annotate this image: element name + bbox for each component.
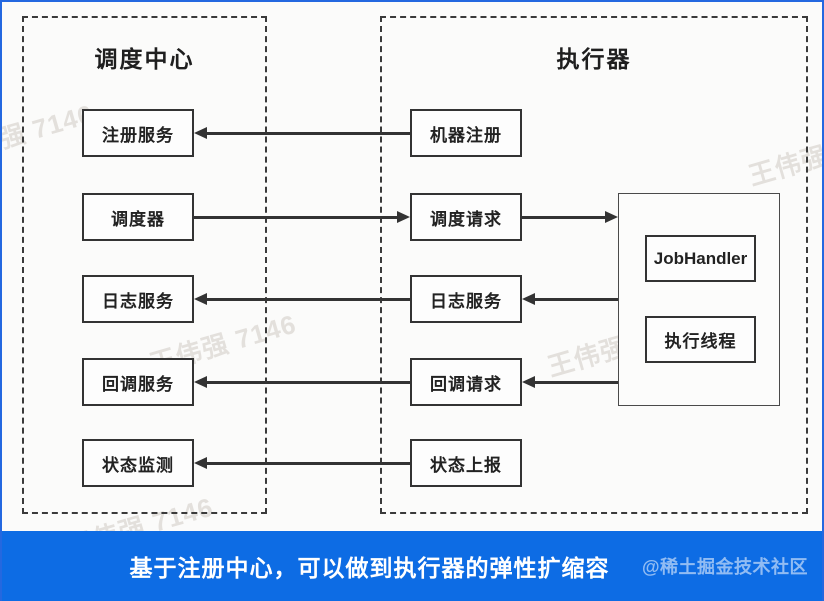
arrow-log-executor-to-log-center: [207, 298, 410, 301]
arrowhead-right-icon: [397, 211, 410, 223]
node-execution-thread: 执行线程: [645, 316, 756, 363]
arrow-status-report-to-status-monitor: [207, 462, 410, 465]
node-register-service: 注册服务: [82, 109, 194, 157]
arrow-schedule-request-to-worker: [522, 216, 605, 219]
executor-worker-container: JobHandler 执行线程: [618, 193, 780, 406]
arrow-worker-to-callback-request: [535, 381, 618, 384]
arrowhead-left-icon: [522, 293, 535, 305]
node-status-report: 状态上报: [410, 439, 522, 487]
caption-banner: 基于注册中心，可以做到执行器的弹性扩缩容 @稀土掘金技术社区: [2, 531, 822, 601]
caption-text: 基于注册中心，可以做到执行器的弹性扩缩容: [129, 555, 610, 581]
scheduling-center-group: 调度中心: [22, 16, 267, 514]
arrowhead-left-icon: [194, 127, 207, 139]
scheduling-center-title: 调度中心: [94, 46, 195, 72]
arrowhead-left-icon: [522, 376, 535, 388]
caption-attribution: @稀土掘金技术社区: [641, 557, 808, 577]
node-status-monitor: 状态监测: [82, 439, 194, 487]
arrowhead-right-icon: [605, 211, 618, 223]
arrow-worker-to-log-service-executor: [535, 298, 618, 301]
executor-title: 执行器: [556, 46, 632, 72]
node-callback-service: 回调服务: [82, 358, 194, 406]
node-log-service-executor: 日志服务: [410, 275, 522, 323]
node-jobhandler: JobHandler: [645, 235, 756, 282]
arrow-callback-request-to-callback-service: [207, 381, 410, 384]
node-scheduler: 调度器: [82, 193, 194, 241]
node-callback-request: 回调请求: [410, 358, 522, 406]
node-log-service-center: 日志服务: [82, 275, 194, 323]
node-machine-register: 机器注册: [410, 109, 522, 157]
arrowhead-left-icon: [194, 376, 207, 388]
node-schedule-request: 调度请求: [410, 193, 522, 241]
arrowhead-left-icon: [194, 293, 207, 305]
executor-group: 执行器: [380, 16, 808, 514]
arrow-scheduler-to-schedule-request: [194, 216, 397, 219]
arrow-machine-register-to-register-service: [207, 132, 410, 135]
arrowhead-left-icon: [194, 457, 207, 469]
